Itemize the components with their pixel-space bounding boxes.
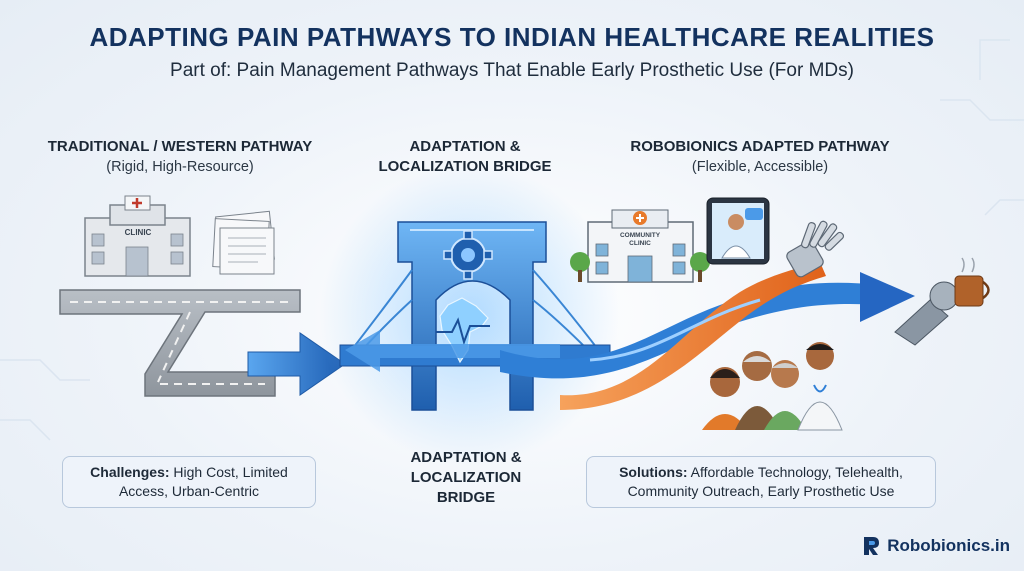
bridge-bottom-line3: BRIDGE	[436, 489, 496, 506]
robobionics-pathway-heading: ROBOBIONICS ADAPTED PATHWAY	[630, 138, 890, 155]
flow-ribbons	[500, 262, 880, 410]
clinic-building-icon	[84, 195, 191, 277]
page-title: ADAPTING PAIN PATHWAYS TO INDIAN HEALTHC…	[89, 22, 935, 52]
bridge-heading-line1: ADAPTATION &	[409, 138, 521, 155]
bridge-bottom-line1: ADAPTATION &	[410, 449, 522, 466]
solutions-label: Solutions:	[619, 464, 688, 480]
robobionics-pathway-subheading: (Flexible, Accessible)	[691, 159, 829, 175]
telehealth-tablet-icon	[706, 197, 770, 265]
prosthetic-arm-with-cup-icon	[894, 257, 990, 346]
brand[interactable]: Robobionics.in	[861, 535, 1010, 557]
gear-icon	[443, 230, 493, 280]
bridge-heading-line2: LOCALIZATION BRIDGE	[378, 158, 552, 175]
challenges-label: Challenges:	[90, 464, 170, 480]
community-clinic-sign: COMMUNITY CLINIC	[606, 232, 674, 248]
solutions-box: Solutions: Affordable Technology, Telehe…	[586, 456, 936, 508]
bridge-heading: ADAPTATION & LOCALIZATION BRIDGE	[360, 137, 570, 177]
challenges-text: High Cost, Limited Access, Urban-Centric	[118, 464, 288, 499]
circuit-decoration	[0, 39, 1024, 441]
community-clinic-icon	[570, 209, 710, 283]
right-arrow	[860, 272, 915, 322]
center-arrow	[345, 330, 560, 372]
community-people-group-icon	[702, 342, 843, 431]
page-subtitle: Part of: Pain Management Pathways That E…	[170, 60, 854, 81]
left-arrow	[247, 332, 346, 396]
clinic-sign: CLINIC	[124, 228, 152, 237]
paperwork-stack-icon	[212, 210, 275, 275]
brand-name: Robobionics.in	[887, 536, 1010, 555]
community-clinic-sign-line1: COMMUNITY	[619, 232, 661, 239]
robotic-hand-icon	[786, 220, 845, 278]
winding-road	[59, 289, 301, 397]
traditional-pathway-heading: TRADITIONAL / WESTERN PATHWAY	[47, 138, 313, 155]
solutions-text: Affordable Technology, Telehealth, Commu…	[627, 464, 903, 499]
bridge-bottom-line2: LOCALIZATION	[410, 469, 522, 486]
challenges-box: Challenges: High Cost, Limited Access, U…	[62, 456, 316, 508]
traditional-pathway-subheading: (Rigid, High-Resource)	[106, 159, 254, 175]
robobionics-logo-icon	[864, 537, 880, 555]
community-clinic-sign-line2: CLINIC	[629, 240, 651, 247]
bridge-bottom-label: ADAPTATION & LOCALIZATION BRIDGE	[368, 448, 564, 508]
